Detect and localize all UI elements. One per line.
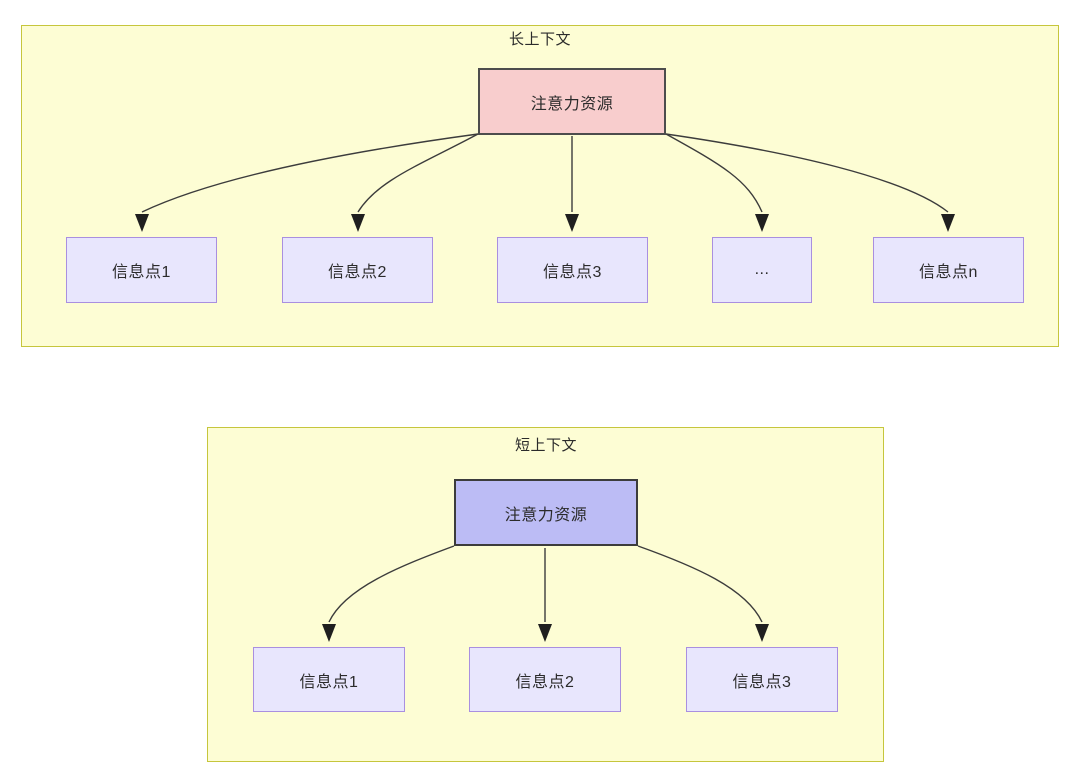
- node-info-point-long-4[interactable]: ...: [712, 237, 812, 303]
- node-info-point-short-1[interactable]: 信息点1: [253, 647, 405, 712]
- node-info-point-long-5[interactable]: 信息点n: [873, 237, 1024, 303]
- node-info-point-long-3[interactable]: 信息点3: [497, 237, 648, 303]
- node-info-point-long-2[interactable]: 信息点2: [282, 237, 433, 303]
- node-attention-resource-short[interactable]: 注意力资源: [454, 479, 638, 546]
- node-info-point-long-1[interactable]: 信息点1: [66, 237, 217, 303]
- node-info-point-short-2[interactable]: 信息点2: [469, 647, 621, 712]
- group-long-context-title: 长上下文: [508, 31, 571, 48]
- node-attention-resource-long[interactable]: 注意力资源: [478, 68, 666, 135]
- node-info-point-short-3[interactable]: 信息点3: [686, 647, 838, 712]
- group-short-context-title: 短上下文: [514, 437, 577, 454]
